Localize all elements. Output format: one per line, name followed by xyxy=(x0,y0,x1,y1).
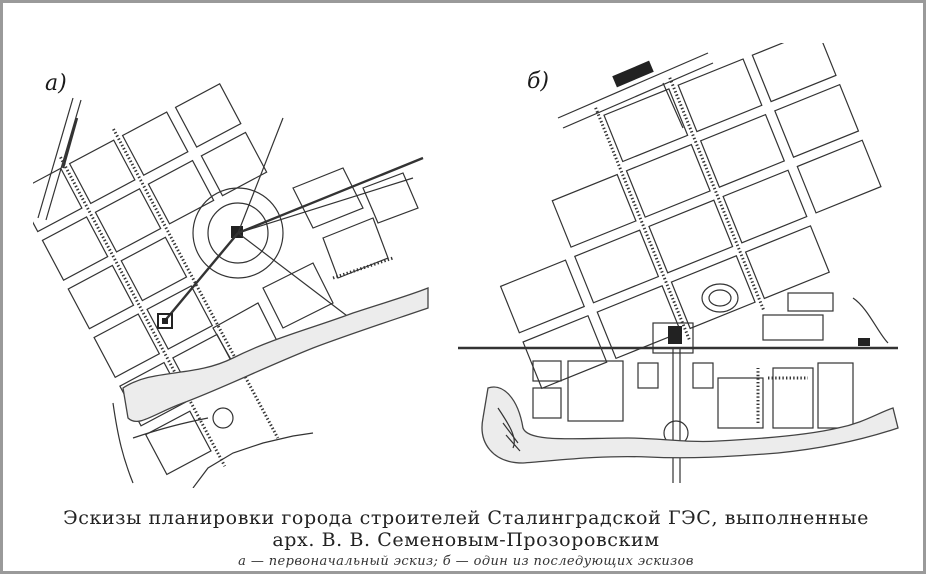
panel-a-label: а) xyxy=(45,71,67,96)
east-shore-b xyxy=(852,297,889,344)
shoreline-a xyxy=(122,287,429,423)
east-blocks-a xyxy=(212,167,419,364)
figure-subcaption: а — первоначальный эскиз; б — один из по… xyxy=(238,554,694,569)
lower-blocks-b xyxy=(532,292,854,429)
caption-line-1: Эскизы планировки города строителей Стал… xyxy=(63,507,869,529)
caption-line-2: арх. В. В. Семеновым-Прозоровским xyxy=(272,529,660,551)
central-ensemble-b xyxy=(637,283,739,483)
quay-line-a xyxy=(192,432,314,488)
shoreline-b xyxy=(481,386,899,464)
railway-a xyxy=(37,97,82,221)
block-grid-a xyxy=(33,83,280,476)
inlet-b xyxy=(497,407,521,452)
figure-caption: Эскизы планировки города строителей Стал… xyxy=(23,507,909,551)
railway-b xyxy=(557,52,714,129)
central-square-a xyxy=(157,117,424,329)
sketch-a-plan xyxy=(33,83,429,488)
embankment-a xyxy=(112,402,209,484)
block-grid-b xyxy=(499,43,882,390)
sketch-b-plan xyxy=(458,43,899,483)
panel-b-label: б) xyxy=(527,69,550,94)
round-plaza-a xyxy=(212,407,234,429)
east-marker-b xyxy=(858,338,870,346)
